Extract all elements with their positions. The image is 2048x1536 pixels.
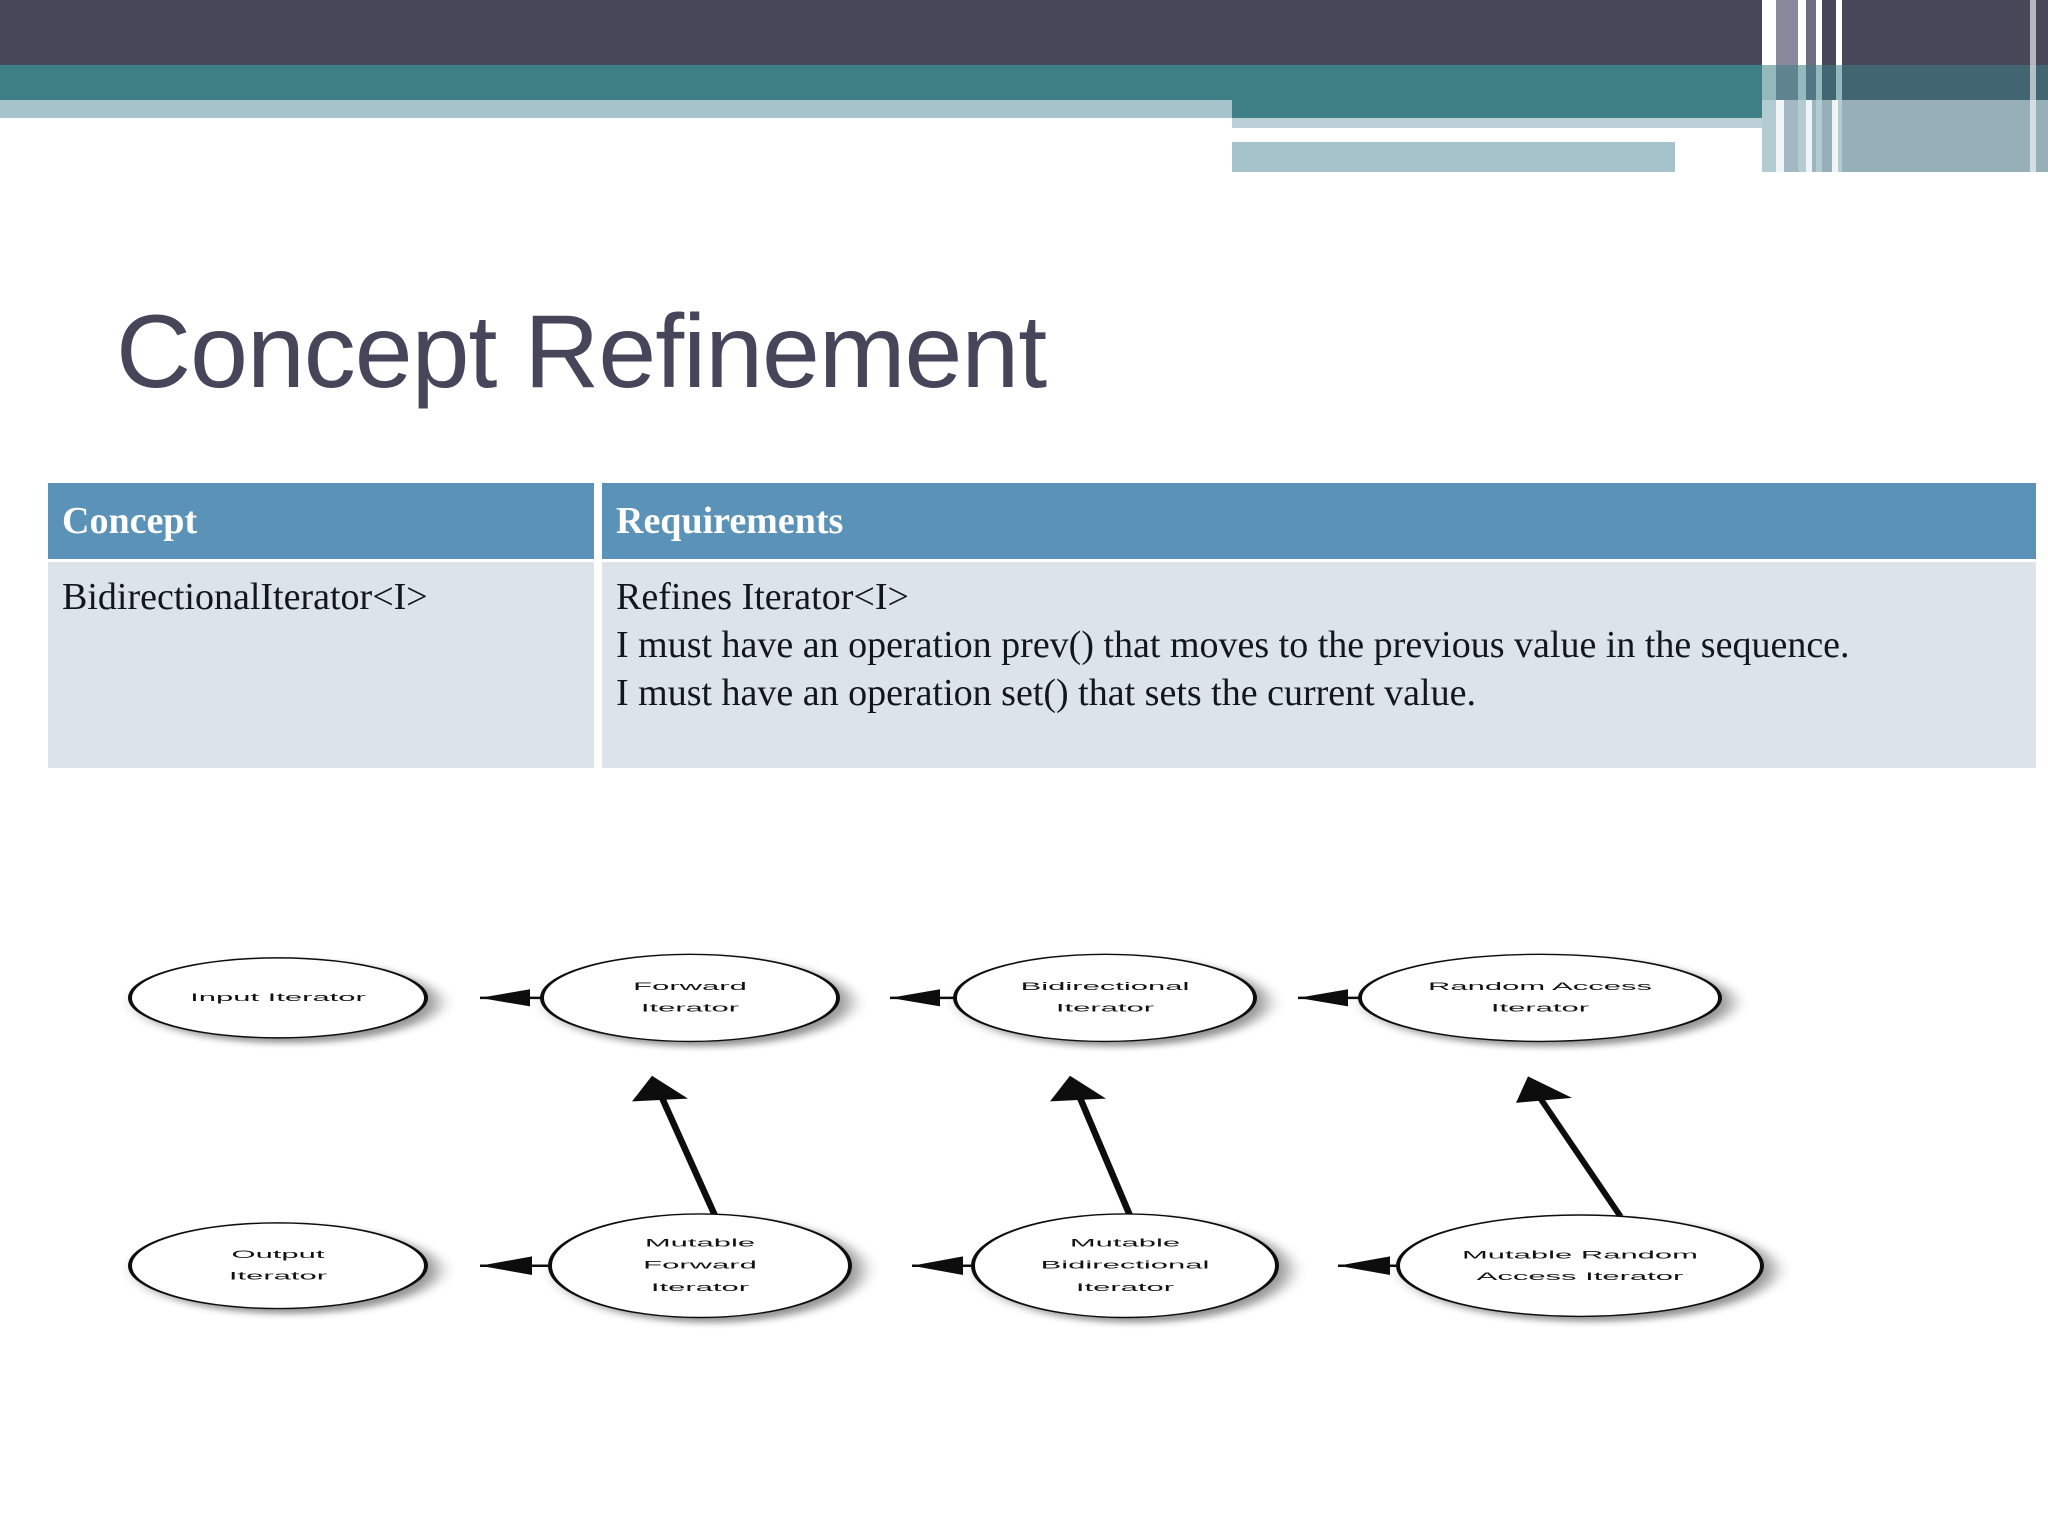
node-output-iterator[interactable] xyxy=(128,1222,428,1310)
banner-stripe-lightblue-overlay xyxy=(1762,100,2048,172)
edge-mutable-forward-to-forward xyxy=(632,1075,719,1216)
node-forward-iterator[interactable] xyxy=(540,953,840,1043)
node-label-mutable-forward-iterator-line1: Mutable xyxy=(645,1237,755,1249)
node-bidirectional-iterator[interactable] xyxy=(953,953,1257,1043)
node-label-random-access-iterator-line2: Iterator xyxy=(1491,1002,1589,1014)
node-label-mutable-random-access-iterator-line2: Access Iterator xyxy=(1477,1270,1684,1282)
node-mutable-forward-iterator[interactable] xyxy=(548,1213,852,1319)
page-title: Concept Refinement xyxy=(116,294,1047,410)
node-random-access-iterator[interactable] xyxy=(1358,953,1722,1043)
table-column-divider xyxy=(594,483,602,559)
table-header-requirements: Requirements xyxy=(602,483,2036,559)
edge-mutable-random-access-to-mutable-bidirectional xyxy=(1338,1256,1400,1275)
banner-band-dark xyxy=(0,0,1762,65)
table-header-row: Concept Requirements xyxy=(48,483,2036,559)
requirement-line: I must have an operation prev() that mov… xyxy=(616,623,1850,666)
edge-mutable-forward-to-output xyxy=(480,1256,550,1275)
banner-stripe-white-c xyxy=(1832,100,1838,172)
diagram-nodes: Input Iterator Forward Iterator Bidirect… xyxy=(128,953,1764,1319)
node-label-bidirectional-iterator-line1: Bidirectional xyxy=(1021,980,1190,992)
node-label-mutable-bidirectional-iterator-line3: Iterator xyxy=(1076,1281,1174,1293)
banner-band-teal xyxy=(0,65,1762,100)
requirement-line: Refines Iterator<I> xyxy=(616,576,909,618)
edge-random-access-to-bidirectional xyxy=(1298,989,1362,1007)
banner-stripe-white-d xyxy=(2030,0,2036,172)
slide-banner xyxy=(0,0,2048,173)
node-input-iterator[interactable] xyxy=(128,957,428,1039)
node-label-output-iterator-line1: Output xyxy=(231,1248,325,1260)
node-label-mutable-bidirectional-iterator-line2: Bidirectional xyxy=(1041,1259,1210,1271)
banner-band-lightblue-1 xyxy=(0,100,1232,118)
banner-stripe-white-b xyxy=(1806,100,1812,172)
concept-requirements-table: Concept Requirements BidirectionalIterat… xyxy=(48,483,2036,768)
node-label-output-iterator-line2: Iterator xyxy=(229,1269,327,1281)
node-label-bidirectional-iterator-line2: Iterator xyxy=(1056,1002,1154,1014)
node-label-mutable-bidirectional-iterator-line1: Mutable xyxy=(1070,1237,1180,1249)
table-cell-concept: BidirectionalIterator<I> xyxy=(48,562,594,768)
table-row: BidirectionalIterator<I> Refines Iterato… xyxy=(48,562,2036,768)
node-label-forward-iterator-line2: Iterator xyxy=(641,1002,739,1014)
edge-mutable-bidirectional-to-bidirectional xyxy=(1050,1075,1134,1216)
iterator-refinement-diagram: Input Iterator Forward Iterator Bidirect… xyxy=(60,880,2010,1380)
node-label-forward-iterator-line1: Forward xyxy=(633,980,747,992)
node-label-random-access-iterator-line1: Random Access xyxy=(1428,980,1652,992)
node-mutable-random-access-iterator[interactable] xyxy=(1396,1214,1764,1318)
banner-stripe-white-a xyxy=(1776,100,1784,172)
banner-stripe-teal-overlay xyxy=(1762,65,2048,100)
requirement-line: I must have an operation set() that sets… xyxy=(616,671,1476,714)
table-cell-requirements: Refines Iterator<I> I must have an opera… xyxy=(602,562,2036,768)
node-mutable-bidirectional-iterator[interactable] xyxy=(971,1213,1279,1319)
edge-bidirectional-to-forward xyxy=(890,989,955,1007)
node-label-mutable-forward-iterator-line3: Iterator xyxy=(651,1281,749,1293)
node-label-input-iterator: Input Iterator xyxy=(190,991,366,1003)
node-label-mutable-random-access-iterator-line1: Mutable Random xyxy=(1462,1249,1698,1261)
diagram-canvas: Input Iterator Forward Iterator Bidirect… xyxy=(128,953,1764,1319)
node-label-mutable-forward-iterator-line2: Forward xyxy=(643,1259,757,1271)
table-header-concept: Concept xyxy=(48,483,594,559)
edge-mutable-random-access-to-random-access xyxy=(1516,1076,1624,1217)
edge-mutable-bidirectional-to-mutable-forward xyxy=(912,1256,973,1275)
banner-band-teal-right xyxy=(1232,100,1762,118)
banner-band-lightblue-3 xyxy=(1232,142,1762,172)
table-body-column-divider xyxy=(594,562,602,768)
diagram-edges xyxy=(480,989,1624,1275)
edge-forward-to-input xyxy=(480,989,542,1007)
